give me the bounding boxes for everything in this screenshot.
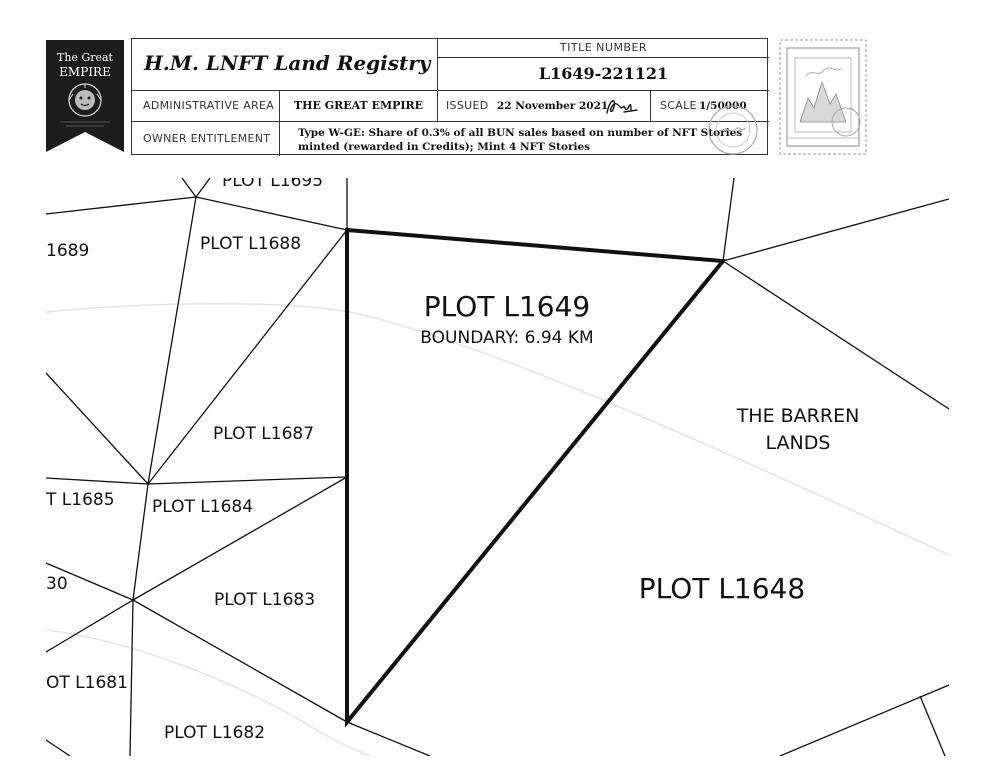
main-plot-boundary: BOUNDARY: 6.94 KM (420, 328, 593, 348)
main-plot-title: PLOT L1649 (424, 290, 590, 323)
plot-label-l1682: PLOT L1682 (164, 723, 265, 743)
badge-line1: The Great (57, 51, 114, 64)
road-line (46, 303, 949, 556)
plot-boundaries (46, 178, 949, 756)
registry-title: H.M. LNFT Land Registry (144, 51, 431, 75)
plot-label-l1689: 1689 (46, 241, 89, 261)
owner-entitlement-value: Type W-GE: Share of 0.3% of all BUN sale… (298, 127, 743, 153)
postage-stamp-icon (779, 39, 867, 155)
title-number-label: TITLE NUMBER (438, 39, 769, 58)
issued-label: ISSUED (446, 99, 489, 112)
plot-label-l1695: PLOT L1695 (222, 171, 323, 191)
plot-label-l1681: OT L1681 (46, 673, 128, 693)
registry-header: H.M. LNFT Land Registry TITLE NUMBER L16… (131, 38, 769, 156)
scale-value: 1/50000 (699, 100, 747, 112)
plot-label-l1680: 30 (46, 574, 68, 594)
owner-entitlement-label: OWNER ENTITLEMENT (132, 122, 280, 156)
road-line (46, 629, 373, 756)
plot-l1649-boundary (345, 227, 727, 728)
issued-date: 22 November 2021 (497, 100, 609, 112)
admin-area-value: THE GREAT EMPIRE (280, 91, 438, 122)
signature-icon (606, 100, 638, 114)
lion-crest-icon (68, 83, 102, 117)
registry-title-cell: H.M. LNFT Land Registry (132, 39, 438, 91)
plot-label-l1684: PLOT L1684 (152, 497, 253, 517)
scale-label: SCALE (660, 99, 697, 112)
plot-label-l1687: PLOT L1687 (213, 424, 314, 444)
plot-label-l1683: PLOT L1683 (214, 590, 315, 610)
plot-label-l1688: PLOT L1688 (200, 234, 301, 254)
great-empire-badge: The Great EMPIRE (46, 40, 124, 152)
region-label-line1: THE BARREN (736, 405, 860, 427)
region-label-line2: LANDS (766, 432, 831, 454)
admin-area-label: ADMINISTRATIVE AREA (132, 91, 280, 122)
title-number-value: L1649-221121 (438, 58, 769, 91)
issued-cell: ISSUED 22 November 2021 (438, 91, 651, 122)
plot-label-l1685: T L1685 (45, 490, 115, 510)
registry-seal-icon (708, 105, 758, 155)
plot-label-l1648: PLOT L1648 (639, 572, 805, 605)
badge-line2: EMPIRE (59, 65, 111, 79)
